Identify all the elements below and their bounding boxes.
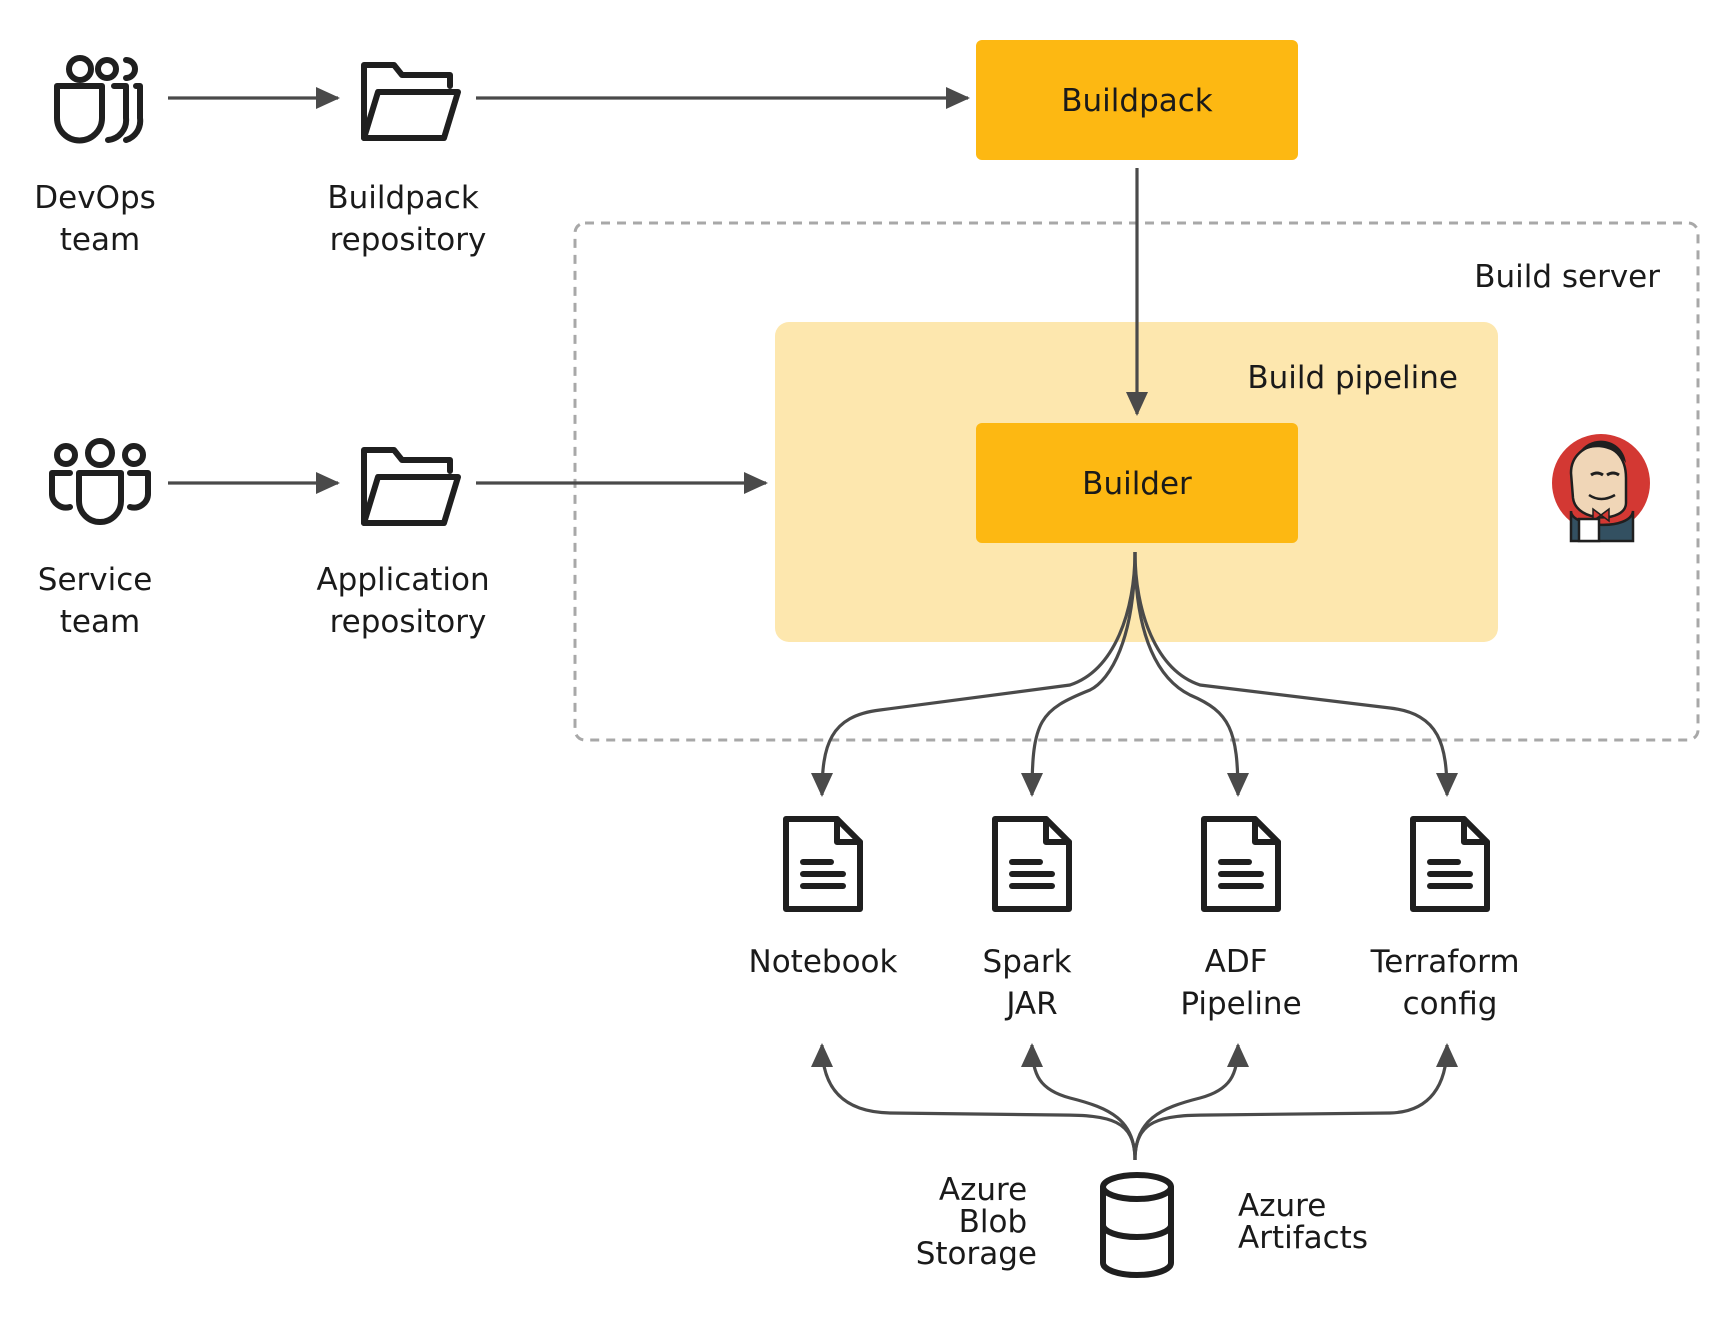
document-icon — [1410, 816, 1490, 912]
buildpack-box — [976, 40, 1298, 160]
edge-builder-to-terraform — [1133, 551, 1458, 797]
folder-icon — [361, 447, 461, 526]
edge-storage-to-terraform — [1133, 1043, 1458, 1161]
notebook-label: Notebook — [749, 944, 898, 980]
database-icon — [1100, 1172, 1174, 1278]
build-server-label: Build server — [1474, 259, 1660, 295]
azure-blob-storage-label: Azure Blob Storage — [916, 1172, 1037, 1272]
application-repo-label: Application repository — [316, 562, 499, 640]
people-group-icon — [49, 438, 151, 525]
edge-builder-to-spark-jar — [1021, 551, 1137, 797]
document-icon — [992, 816, 1072, 912]
buildpack-repo-label: Buildpack repository — [327, 180, 488, 258]
edge-builder-to-notebook — [811, 551, 1137, 797]
jenkins-butler-logo — [1552, 434, 1650, 543]
document-icon — [1201, 816, 1281, 912]
document-icon — [783, 816, 863, 912]
devops-team-label: DevOps team — [34, 180, 165, 258]
people-group-icon — [54, 55, 144, 144]
spark-jar-label: Spark JAR — [983, 944, 1082, 1022]
folder-icon — [361, 62, 461, 141]
adf-pipeline-label: ADF Pipeline — [1180, 944, 1301, 1022]
build-pipeline-label: Build pipeline — [1247, 360, 1458, 396]
edge-storage-to-adf-pipeline — [1133, 1043, 1249, 1161]
azure-artifacts-label: Azure Artifacts — [1238, 1188, 1368, 1256]
service-team-label: Service team — [38, 562, 162, 640]
edge-storage-to-spark-jar — [1021, 1043, 1137, 1161]
edges — [168, 87, 1458, 1161]
builder-box — [976, 423, 1298, 543]
terraform-config-label: Terraform config — [1370, 944, 1530, 1022]
edge-builder-to-adf-pipeline — [1133, 551, 1249, 797]
builder-label: Builder — [1082, 466, 1192, 502]
buildpack-label: Buildpack — [1061, 83, 1213, 119]
